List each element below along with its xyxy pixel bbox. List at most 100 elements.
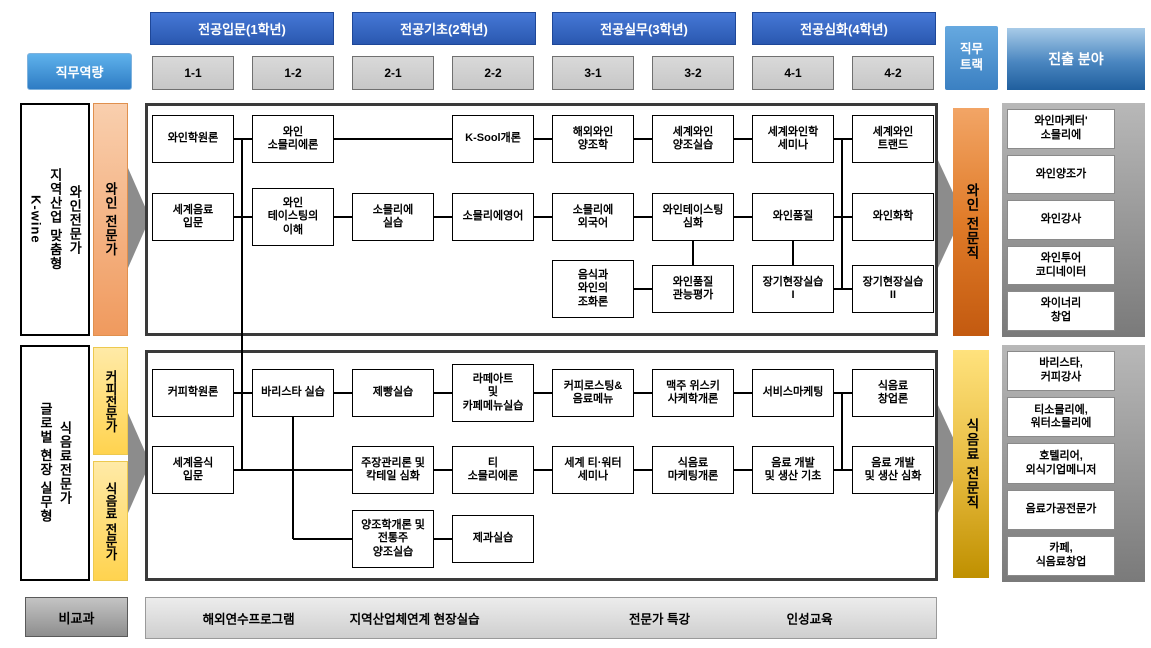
connector-line: [434, 392, 452, 394]
connector-line: [734, 469, 752, 471]
course-box: 장기현장실습 II: [852, 265, 934, 313]
connector-line: [534, 216, 552, 218]
course-box: 와인품질: [752, 193, 834, 241]
connector-line: [634, 288, 652, 290]
connector-line: [841, 139, 843, 289]
connector-line: [634, 392, 652, 394]
connector-line: [634, 216, 652, 218]
course-box: 양조학개론 및 전통주 양조실습: [352, 510, 434, 568]
connector-line: [234, 138, 252, 140]
career-item: 와인투어 코디네이터: [1007, 245, 1115, 286]
course-box: 와인품질 관능평가: [652, 265, 734, 313]
course-box: 세계와인 양조실습: [652, 115, 734, 163]
connector-line: [734, 216, 752, 218]
connector-line: [834, 469, 852, 471]
course-box: 제빵실습: [352, 369, 434, 417]
phase-header: 전공기초(2학년): [352, 12, 536, 45]
connector-line: [234, 392, 252, 394]
career-item: 호텔리어, 외식기업메니저: [1007, 443, 1115, 484]
connector-line: [834, 138, 852, 140]
connector-line: [834, 288, 852, 290]
connector-line: [734, 392, 752, 394]
connector-line: [534, 469, 552, 471]
extracurricular-item: 인성교육: [786, 612, 833, 627]
extracurricular-item: 해외연수프로그램: [202, 612, 295, 627]
career-item: 와이너리 창업: [1007, 291, 1115, 331]
wine-job-track-label: 와인 전문직: [953, 108, 989, 336]
connector-line: [634, 469, 652, 471]
semester-cell: 3-2: [652, 56, 734, 90]
course-box: 제과실습: [452, 515, 534, 563]
connector-line: [841, 393, 843, 470]
course-box: 세계음식 입문: [152, 446, 234, 494]
semester-cell: 1-2: [252, 56, 334, 90]
course-box: 커피학원론: [152, 369, 234, 417]
course-box: 세계 티·워터 세미나: [552, 446, 634, 494]
connector-line: [692, 241, 694, 265]
food-job-track-label: 식음료 전문직: [953, 350, 989, 578]
course-box: 음료 개발 및 생산 기초: [752, 446, 834, 494]
course-box: 세계음료 입문: [152, 193, 234, 241]
career-item: 와인강사: [1007, 200, 1115, 240]
course-box: 바리스타 실습: [252, 369, 334, 417]
beverage-expert-track-label: 식음료 전문가: [93, 461, 128, 581]
career-item: 티소믈리에, 워터소믈리에: [1007, 397, 1115, 438]
connector-line: [334, 392, 352, 394]
semester-cell: 4-2: [852, 56, 934, 90]
course-box: 커피로스팅& 음료메뉴: [552, 369, 634, 417]
connector-line: [293, 538, 352, 540]
course-box: 라떼아트 및 카페메뉴실습: [452, 364, 534, 422]
course-box: 와인학원론: [152, 115, 234, 163]
connector-line: [792, 241, 794, 265]
course-box: 와인 소믈리에론: [252, 115, 334, 163]
course-box: 식음료 마케팅개론: [652, 446, 734, 494]
course-box: 와인 테이스팅의 이해: [252, 188, 334, 246]
course-box: 장기현장실습 I: [752, 265, 834, 313]
course-box: 세계와인학 세미나: [752, 115, 834, 163]
course-box: 티 소믈리에론: [452, 446, 534, 494]
semester-cell: 4-1: [752, 56, 834, 90]
course-box: 소믈리에영어: [452, 193, 534, 241]
course-box: 와인화학: [852, 193, 934, 241]
course-box: K-Sool개론: [452, 115, 534, 163]
semester-cell: 2-2: [452, 56, 534, 90]
course-box: 서비스마케팅: [752, 369, 834, 417]
connector-line: [834, 216, 852, 218]
connector-line: [292, 417, 294, 539]
course-box: 식음료 창업론: [852, 369, 934, 417]
extracurricular-label: 비교과: [25, 597, 128, 637]
connector-line: [334, 138, 452, 140]
connector-line: [241, 139, 243, 470]
connector-line: [534, 138, 552, 140]
connector-line: [834, 392, 852, 394]
competency-label: 직무역량: [27, 53, 132, 90]
food-group-label: 식음료전문가 글로벌 현장 실무형: [20, 345, 90, 581]
wine-group-label: 와인전문가 지역산업 맞춤형 K-wine: [20, 103, 90, 336]
connector-line: [634, 138, 652, 140]
connector-line: [434, 216, 452, 218]
career-item: 음료가공전문가: [1007, 489, 1115, 530]
connector-line: [334, 216, 352, 218]
career-item: 와인마케터' 소믈리에: [1007, 109, 1115, 149]
semester-cell: 2-1: [352, 56, 434, 90]
course-box: 음식과 와인의 조화론: [552, 260, 634, 318]
wine-expert-track-label: 와인 전문가: [93, 103, 128, 336]
course-box: 맥주 위스키 사케학개론: [652, 369, 734, 417]
coffee-expert-track-label: 커피전문가: [93, 347, 128, 455]
connector-line: [234, 216, 252, 218]
connector-line: [434, 538, 452, 540]
career-field-label: 진출 분야: [1007, 28, 1145, 90]
connector-line: [734, 138, 752, 140]
connector-line: [434, 469, 452, 471]
phase-header: 전공심화(4학년): [752, 12, 936, 45]
course-box: 해외와인 양조학: [552, 115, 634, 163]
course-box: 세계와인 트랜드: [852, 115, 934, 163]
job-track-label: 직무 트랙: [945, 26, 998, 90]
semester-cell: 1-1: [152, 56, 234, 90]
connector-line: [534, 392, 552, 394]
course-box: 소믈리에 실습: [352, 193, 434, 241]
course-box: 음료 개발 및 생산 심화: [852, 446, 934, 494]
